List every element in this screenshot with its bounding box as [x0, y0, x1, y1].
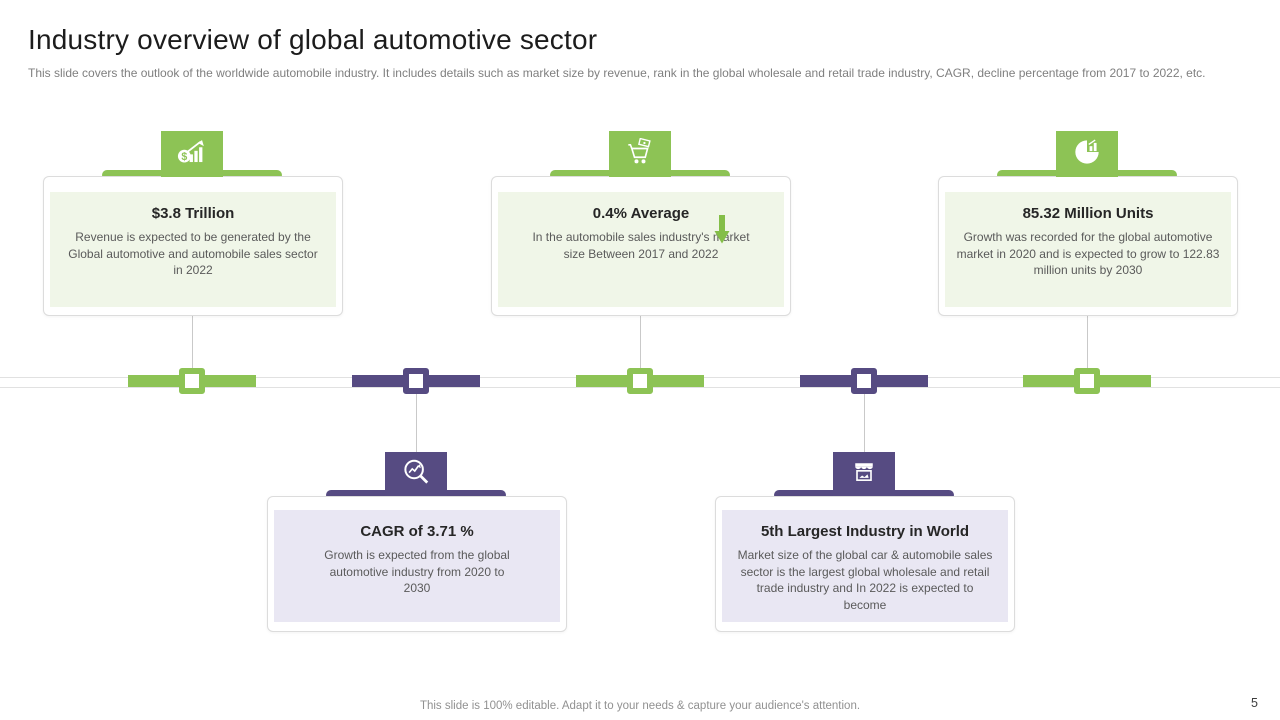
card-body: Market size of the global car & automobi… [737, 548, 993, 612]
stat-card-largest-industry: 5th Largest Industry in World Market siz… [715, 496, 1015, 632]
card-body: Revenue is expected to be generated by t… [68, 230, 318, 277]
card-panel: CAGR of 3.71 % Growth is expected from t… [274, 510, 560, 622]
stat-card-revenue: $3.8 Trillion Revenue is expected to be … [43, 176, 343, 316]
connector-line [192, 314, 193, 369]
down-arrow-icon [714, 215, 730, 249]
page-title: Industry overview of global automotive s… [28, 24, 598, 55]
timeline-marker [851, 368, 877, 394]
card-title: 85.32 Million Units [1022, 205, 1154, 222]
connector-line [1087, 314, 1088, 369]
coin-growth-icon: $ [176, 139, 208, 170]
stat-card-cagr: CAGR of 3.71 % Growth is expected from t… [267, 496, 567, 632]
page-subtitle: This slide covers the outlook of the wor… [28, 66, 1206, 80]
card-title: 5th Largest Industry in World [760, 523, 970, 540]
pie-chart-icon [1073, 138, 1101, 171]
card-body: In the automobile sales industry's marke… [532, 230, 750, 261]
page-number: 5 [1251, 696, 1258, 710]
footer-note: This slide is 100% editable. Adapt it to… [419, 700, 861, 712]
timeline-marker [179, 368, 205, 394]
icon-tile [385, 452, 447, 496]
icon-tile [609, 131, 671, 177]
timeline-marker [627, 368, 653, 394]
connector-line [416, 393, 417, 452]
connector-line [864, 393, 865, 452]
stat-card-average-decline: 0.4% Average In the automobile sales ind… [491, 176, 791, 316]
card-title: CAGR of 3.71 % [360, 523, 474, 540]
card-body: Growth was recorded for the global autom… [956, 230, 1220, 277]
icon-tile [833, 452, 895, 496]
card-panel: 5th Largest Industry in World Market siz… [722, 510, 1008, 622]
svg-text:$: $ [181, 150, 187, 162]
timeline-marker [403, 368, 429, 394]
magnifier-chart-icon [401, 457, 431, 492]
card-body: Growth is expected from the global autom… [324, 548, 510, 595]
card-panel: $3.8 Trillion Revenue is expected to be … [50, 192, 336, 307]
icon-tile: $ [161, 131, 223, 177]
connector-line [640, 314, 641, 369]
store-icon [849, 458, 879, 491]
card-title: $3.8 Trillion [151, 205, 235, 222]
stat-card-units: 85.32 Million Units Growth was recorded … [938, 176, 1238, 316]
cart-sales-icon [626, 137, 654, 171]
timeline-marker [1074, 368, 1100, 394]
card-title: 0.4% Average [592, 205, 690, 222]
card-panel: 0.4% Average In the automobile sales ind… [498, 192, 784, 307]
icon-tile [1056, 131, 1118, 177]
card-panel: 85.32 Million Units Growth was recorded … [945, 192, 1231, 307]
